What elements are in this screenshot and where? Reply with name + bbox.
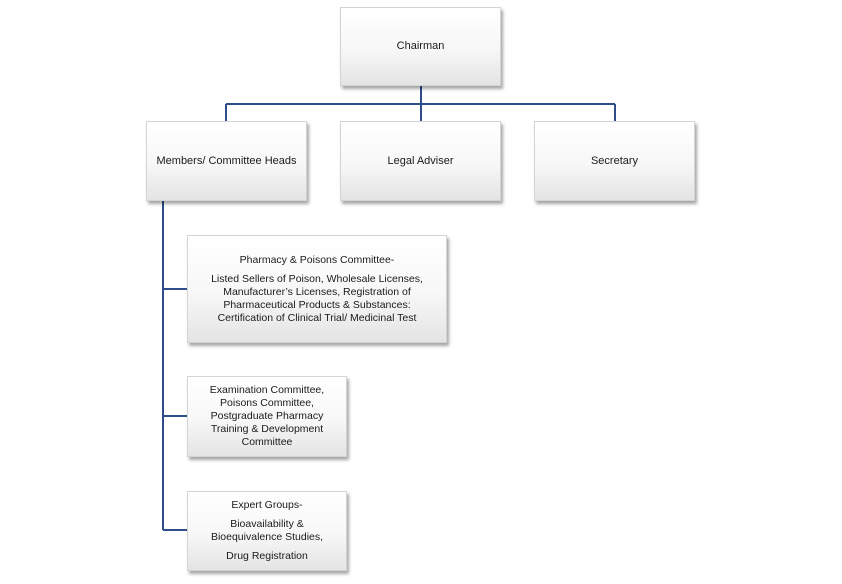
node-pharmacy-heading: Pharmacy & Poisons Committee- — [239, 253, 395, 266]
node-members-label: Members/ Committee Heads — [156, 154, 297, 167]
node-pharmacy-line-1: Listed Sellers of Poison, Wholesale Lice… — [211, 272, 423, 285]
node-members-committee-heads: Members/ Committee Heads — [146, 121, 307, 201]
node-expert-line-1: Bioavailability & — [230, 518, 304, 530]
node-chairman: Chairman — [340, 7, 501, 86]
node-legal-label: Legal Adviser — [387, 154, 454, 167]
node-legal-adviser: Legal Adviser — [340, 121, 501, 201]
node-examination-line-4: Committee — [241, 436, 293, 448]
node-examination-line-2: Postgraduate Pharmacy — [210, 410, 324, 422]
node-chairman-label: Chairman — [396, 40, 445, 52]
node-expert-groups: Expert Groups- Bioavailability & Bioequi… — [187, 491, 347, 571]
node-examination-committee: Examination Committee, Poisons Committee… — [187, 376, 347, 457]
node-secretary-label: Secretary — [590, 154, 639, 167]
node-expert-heading: Expert Groups- — [231, 499, 303, 511]
node-examination-line-3: Training & Development — [210, 423, 324, 435]
node-secretary: Secretary — [534, 121, 695, 201]
node-pharmacy-poisons-committee: Pharmacy & Poisons Committee- Listed Sel… — [187, 235, 447, 343]
node-examination-line-1: Poisons Committee, — [220, 397, 314, 409]
node-pharmacy-line-3: Pharmaceutical Products & Substances: — [223, 298, 411, 311]
node-pharmacy-line-2: Manufacturer’s Licenses, Registration of — [223, 285, 411, 298]
node-expert-line-3: Drug Registration — [226, 550, 308, 562]
node-expert-line-2: Bioequivalence Studies, — [210, 531, 324, 543]
node-pharmacy-line-4: Certification of Clinical Trial/ Medicin… — [217, 311, 417, 324]
node-examination-line-0: Examination Committee, — [209, 384, 325, 396]
